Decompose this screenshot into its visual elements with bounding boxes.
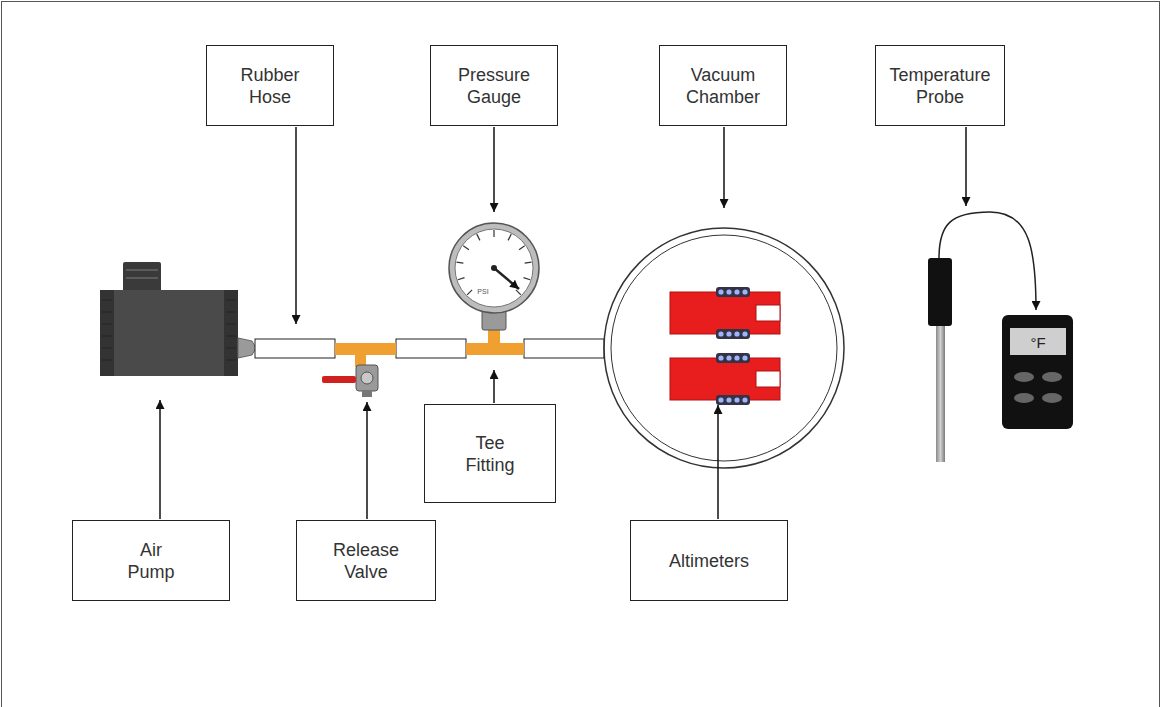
label-text: Rubber Hose <box>230 64 310 108</box>
label-box: Temperature Probe <box>875 45 1005 126</box>
temperature-probe-drawing <box>928 212 1073 462</box>
release-valve-drawing <box>322 365 378 397</box>
tee-fitting-drawing <box>335 328 524 367</box>
label-box: Altimeters <box>630 520 788 601</box>
label-text: Pressure Gauge <box>449 64 539 108</box>
pressure-gauge-drawing <box>449 223 539 330</box>
label-text: Altimeters <box>669 550 749 572</box>
label-box: Rubber Hose <box>206 45 334 126</box>
label-text: Vacuum Chamber <box>678 64 768 108</box>
vacuum-chamber-drawing <box>604 228 844 468</box>
label-box: Pressure Gauge <box>430 45 558 126</box>
air-pump-drawing <box>100 262 256 376</box>
gauge-unit: PSI <box>477 288 488 295</box>
label-box: Release Valve <box>296 520 436 601</box>
label-box: Tee Fitting <box>424 404 556 503</box>
altimeter-drawing <box>670 287 780 405</box>
label-box: Vacuum Chamber <box>659 45 787 126</box>
label-text: Tee Fitting <box>460 432 520 476</box>
leader-arrows <box>160 127 966 519</box>
label-text: Release Valve <box>326 539 406 583</box>
display-unit: °F <box>1030 335 1045 350</box>
rubber-hose-drawing <box>255 339 604 358</box>
label-text: Temperature Probe <box>885 64 995 108</box>
label-box: Air Pump <box>72 520 230 601</box>
label-text: Air Pump <box>121 539 181 583</box>
